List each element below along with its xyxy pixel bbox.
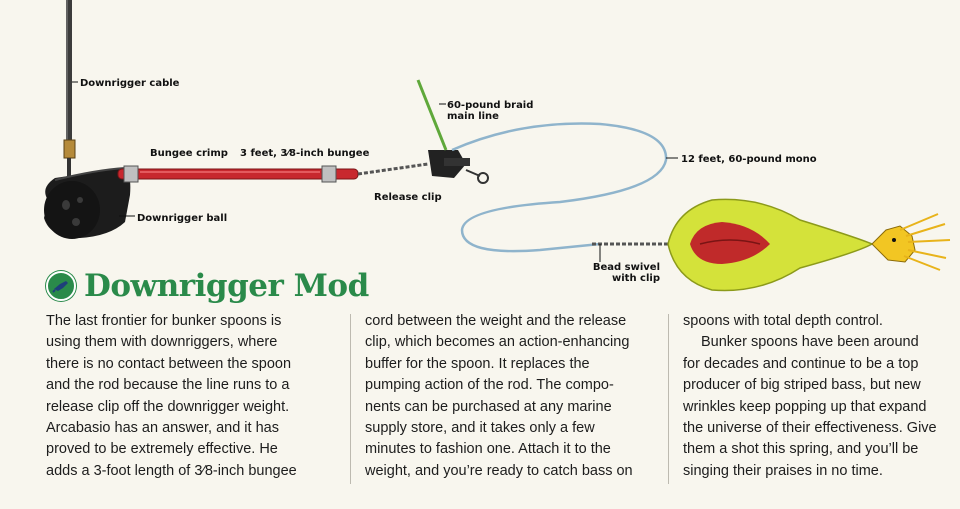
column-divider [350, 314, 351, 484]
text-line: nents can be purchased at any marine [365, 398, 612, 415]
text-line: proved to be extremely effective. He [46, 441, 278, 458]
text-line: there is no contact between the spoon [46, 355, 292, 372]
text-line: minutes to fashion one. Attach it to the [365, 441, 611, 458]
label-downrigger-ball: Downrigger ball [137, 213, 228, 224]
text-line: spoons with total depth control. [683, 313, 883, 329]
teaser-lure [871, 213, 951, 271]
article-column-1: The last frontier for bunker spoons is u… [46, 311, 336, 482]
downrigger-ball [44, 167, 131, 239]
article-column-2: cord between the weight and the release … [365, 311, 655, 482]
text-line: producer of big striped bass, but new [683, 377, 921, 394]
text-line: wrinkles keep popping up that expand [683, 398, 927, 415]
text-line: The last frontier for bunker spoons is [46, 313, 282, 329]
text-line: Bunker spoons have been around [701, 334, 919, 351]
braid-main-line [416, 79, 448, 151]
label-mono-leader: 12 feet, 60-pound mono [681, 154, 817, 165]
text-line: and the rod because the line runs to a [46, 377, 290, 394]
text-line: release clip off the downrigger weight. [46, 398, 290, 415]
label-bungee: 3 feet, 3⁄8-inch bungee [240, 148, 370, 159]
column-divider [668, 314, 669, 484]
headline-title: Downrigger Mod [84, 268, 369, 304]
text-line: weight, and you’re ready to catch bass o… [365, 462, 633, 479]
rod-icon [46, 271, 76, 301]
section-headline: Downrigger Mod [46, 268, 369, 304]
text-line: cord between the weight and the release [365, 313, 627, 329]
downrigger-illustration [44, 0, 951, 292]
text-line: buffer for the spoon. It replaces the [365, 355, 590, 372]
mono-leader [451, 122, 668, 253]
bunker-spoon [667, 198, 874, 292]
downrigger-cable [63, 0, 76, 178]
label-bungee-crimp: Bungee crimp [150, 148, 228, 159]
bead-swivel [592, 242, 672, 262]
text-line: using them with downriggers, where [46, 334, 278, 351]
text-line: for decades and continue to be a top [683, 355, 919, 372]
text-line: the universe of their effectiveness. Giv… [683, 420, 937, 437]
text-line: Arcabasio has an answer, and it has [46, 420, 279, 437]
release-clip-assembly [357, 150, 489, 184]
bungee-cord [117, 165, 359, 183]
label-release-clip: Release clip [374, 192, 442, 203]
text-line: singing their praises in no time. [683, 462, 883, 479]
text-line: adds a 3-foot length of 3⁄8-inch bungee [46, 462, 297, 479]
text-line: them a shot this spring, and you’ll be [683, 441, 919, 458]
article-column-3: spoons with total depth control. Bunker … [683, 311, 958, 482]
label-downrigger-cable: Downrigger cable [80, 78, 180, 89]
text-line: pumping action of the rod. The compo- [365, 377, 614, 394]
label-braid-main-line: 60-pound braid main line [447, 100, 534, 122]
text-line: clip, which becomes an action-enhancing [365, 334, 630, 351]
label-bead-swivel: Bead swivel with clip [592, 262, 660, 284]
text-line: supply store, and it takes only a few [365, 420, 595, 437]
